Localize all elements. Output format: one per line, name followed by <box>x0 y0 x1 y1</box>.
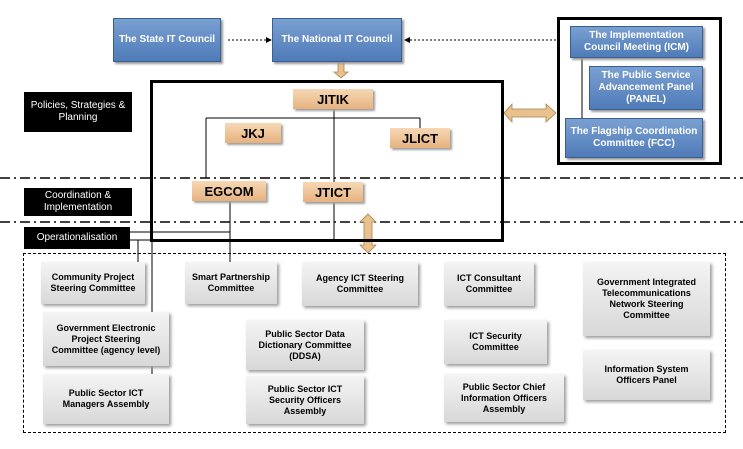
icm-box: The Implementation Council Meeting (ICM) <box>570 26 703 58</box>
panel-box: The Public Service Advancement Panel (PA… <box>589 66 703 110</box>
operational-level-label: Operationalisation <box>24 227 130 249</box>
gitn-box: Government Integrated Telecommunications… <box>583 262 710 336</box>
operational-frame <box>23 253 726 433</box>
national-it-council-box: The National IT Council <box>272 18 402 62</box>
jkj-box: JKJ <box>225 123 281 143</box>
implementation-panel-frame <box>557 17 722 165</box>
security-officers-box: Public Sector ICT Security Officers Asse… <box>246 376 364 424</box>
fcc-box: The Flagship Coordination Committee (FCC… <box>565 118 703 158</box>
policies-level-label: Policies, Strategies & Planning <box>24 92 132 132</box>
ict-consultant-box: ICT Consultant Committee <box>444 262 534 306</box>
jitik-box: JITIK <box>293 89 373 109</box>
coordination-level-label: Coordination & Implementation <box>24 188 132 216</box>
jlict-box: JLICT <box>390 128 450 148</box>
agency-ict-box: Agency ICT Steering Committee <box>302 262 418 306</box>
ict-managers-box: Public Sector ICT Managers Assembly <box>43 374 169 424</box>
gov-electronic-box: Government Electronic Project Steering C… <box>43 312 169 366</box>
info-system-box: Information System Officers Panel <box>583 350 710 400</box>
community-project-box: Community Project Steering Committee <box>41 262 145 304</box>
central-frame <box>150 80 504 242</box>
ict-security-box: ICT Security Committee <box>444 320 547 364</box>
smart-partnership-box: Smart Partnership Committee <box>185 262 277 304</box>
egcom-box: EGCOM <box>192 181 266 201</box>
cio-box: Public Sector Chief Information Officers… <box>444 374 564 422</box>
jtict-box: JTICT <box>303 182 363 202</box>
ddsa-box: Public Sector Data Dictionary Committee … <box>246 320 364 370</box>
state-it-council-box: The State IT Council <box>113 18 221 62</box>
